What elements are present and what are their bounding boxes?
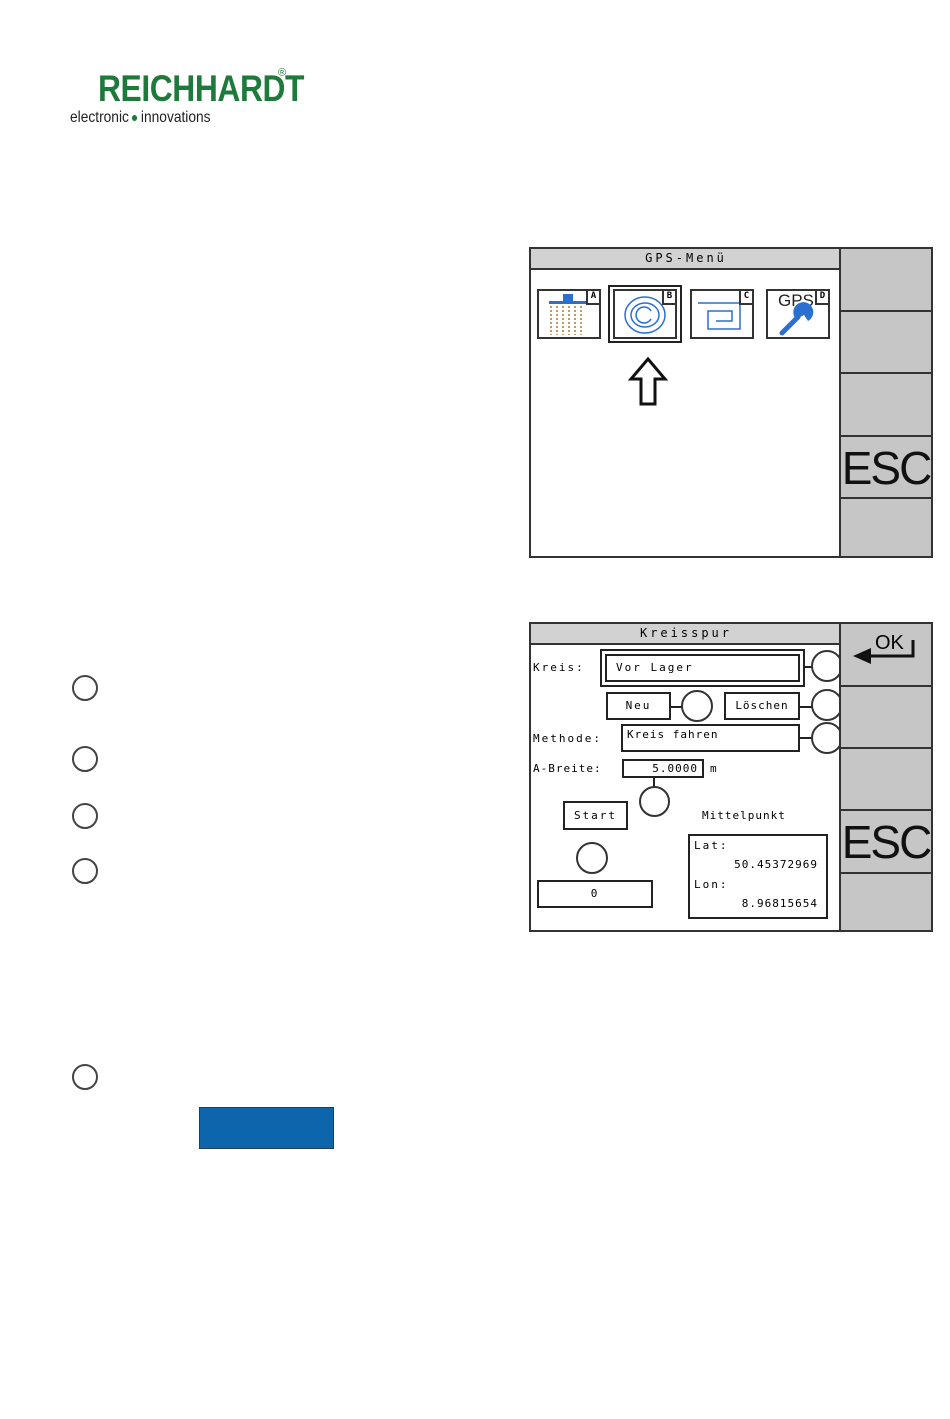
blue-action-button[interactable]	[199, 1107, 334, 1149]
icon-letter-a: A	[586, 291, 599, 305]
kreis-esc-button[interactable]: ESC	[841, 811, 931, 874]
gps-softkey-3[interactable]	[841, 374, 931, 437]
gps-menu-softkeys: ESC	[839, 249, 931, 556]
registered-mark: ®	[278, 67, 286, 79]
kreisspur-title: Kreisspur	[531, 624, 841, 645]
legend-circle-4	[72, 858, 98, 884]
kreis-label: Kreis:	[533, 661, 585, 674]
kreis-select[interactable]: Vor Lager	[605, 654, 800, 682]
gps-icon-a[interactable]: A	[537, 289, 601, 339]
brand-logo-title: REICHHARDT	[98, 68, 304, 110]
legend-circle-1	[72, 675, 98, 701]
legend-circle-5	[72, 1064, 98, 1090]
kreis-softkey-2[interactable]	[841, 687, 931, 749]
gps-softkey-1[interactable]	[841, 249, 931, 312]
kreis-softkey-3[interactable]	[841, 749, 931, 811]
callout-circle-start	[576, 842, 608, 874]
legend-circle-2	[72, 746, 98, 772]
abreite-label: A-Breite:	[533, 762, 602, 775]
gps-menu-screen: GPS-Menü A B C	[529, 247, 933, 558]
gps-softkey-2[interactable]	[841, 312, 931, 374]
lat-value: 50.45372969	[734, 858, 818, 871]
gps-icon-c[interactable]: C	[690, 289, 754, 339]
logo-sub-left: electronic	[70, 109, 129, 126]
icon-letter-c: C	[739, 291, 752, 305]
callout-circle-neu	[681, 690, 713, 722]
lat-label: Lat:	[694, 839, 729, 852]
abreite-input[interactable]: 5.0000	[622, 759, 704, 778]
methode-select[interactable]: Kreis fahren	[621, 724, 800, 752]
logo-dot-icon	[132, 115, 137, 121]
mittelpunkt-label: Mittelpunkt	[702, 809, 786, 822]
legend-circle-3	[72, 803, 98, 829]
kreis-softkey-5[interactable]	[841, 874, 931, 930]
logo-sub-right: innovations	[141, 109, 211, 126]
methode-label: Methode:	[533, 732, 602, 745]
kreisspur-screen: Kreisspur Kreis: Vor Lager Neu Löschen M…	[529, 622, 933, 932]
gps-esc-button[interactable]: ESC	[841, 437, 931, 499]
arrow-up-icon	[628, 357, 668, 407]
gps-menu-title: GPS-Menü	[531, 249, 841, 270]
abreite-unit: m	[710, 762, 719, 775]
icon-letter-b: B	[662, 291, 675, 305]
ok-label: OK	[875, 632, 904, 655]
icon-letter-d: D	[815, 291, 828, 305]
gps-softkey-5[interactable]	[841, 499, 931, 556]
mittelpunkt-box: Lat: 50.45372969 Lon: 8.96815654	[688, 834, 828, 919]
gps-icon-d[interactable]: GPS D	[766, 289, 830, 339]
ok-button[interactable]: OK	[841, 624, 931, 687]
lon-value: 8.96815654	[742, 897, 818, 910]
counter-display: 0	[537, 880, 653, 908]
brand-logo-subtitle: electronic innovations	[70, 109, 211, 127]
start-button[interactable]: Start	[563, 801, 628, 830]
callout-circle-abreite	[639, 786, 670, 817]
loeschen-button[interactable]: Löschen	[724, 692, 800, 720]
lon-label: Lon:	[694, 878, 729, 891]
neu-button[interactable]: Neu	[606, 692, 671, 720]
gps-icon-b[interactable]: B	[613, 289, 677, 339]
kreisspur-softkeys: OK ESC	[839, 624, 931, 930]
